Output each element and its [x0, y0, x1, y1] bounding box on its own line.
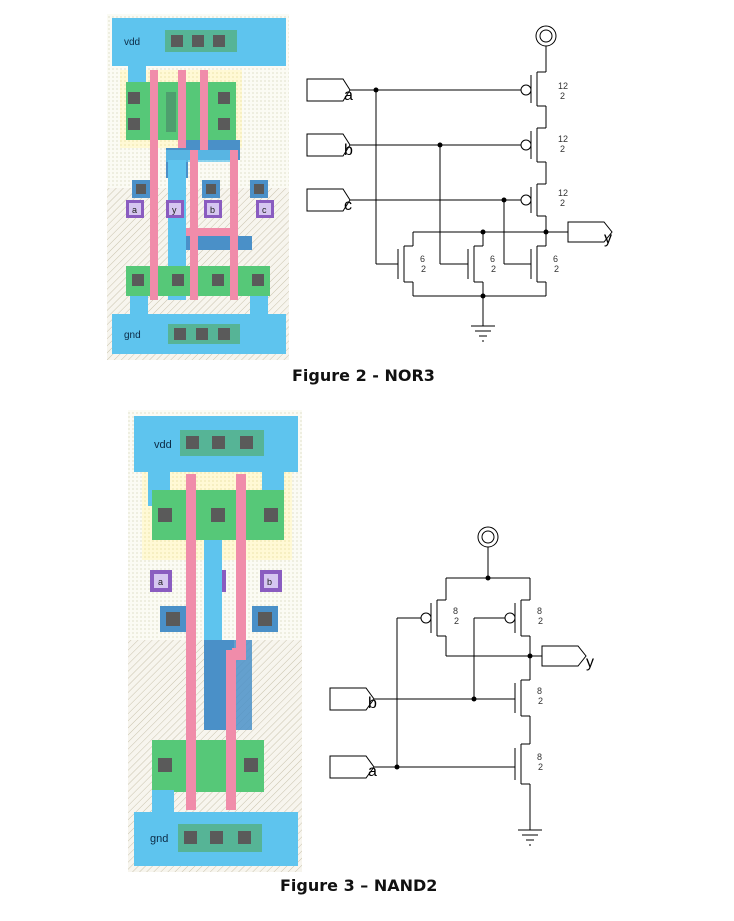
nand2-output-label: y — [586, 654, 594, 671]
nor3-pin-c: c — [262, 205, 267, 215]
nor3-pmos-c: 12 2 — [520, 180, 568, 232]
nor3-output-label: y — [604, 230, 612, 247]
nand2-output-port — [541, 645, 587, 667]
nor3-nmos-c-w: 6 — [553, 254, 558, 264]
nor3-pmos-b: 12 2 — [520, 124, 568, 180]
nor3-nmos-b-w: 6 — [490, 254, 495, 264]
nor3-gnd-label: gnd — [124, 330, 141, 341]
nand2-input-a-label: a — [368, 763, 377, 780]
nand2-pmos-b-l: 2 — [538, 616, 543, 626]
figure2-caption: Figure 2 - NOR3 — [292, 366, 435, 385]
nand2-gnd-label: gnd — [150, 833, 168, 845]
nor3-input-a-label: a — [344, 87, 353, 104]
nor3-nmos-a: 6 2 — [376, 245, 426, 296]
nand2-pmos-a: 8 2 — [397, 578, 459, 656]
nand2-nmos-a: 8 2 — [514, 743, 543, 830]
nor3-pmos-b-w: 12 — [558, 134, 568, 144]
nor3-input-b-label: b — [344, 142, 353, 159]
nor3-pmos-a-w: 12 — [558, 81, 568, 91]
nor3-pin-b: b — [210, 205, 215, 215]
nand2-poly-b — [236, 474, 246, 660]
nand2-input-b-label: b — [368, 695, 377, 712]
nor3-input-c-label: c — [344, 197, 352, 214]
nor3-input-b-port — [306, 133, 351, 157]
nand2-pin-a: a — [158, 577, 163, 587]
nand2-nmos-b-w: 8 — [537, 686, 542, 696]
nor3-input-a-port — [306, 78, 351, 102]
nor3-pin-a: a — [132, 205, 137, 215]
nor3-output-metal — [168, 160, 186, 300]
nand2-pmos-a-l: 2 — [454, 616, 459, 626]
nand2-pin-b: b — [267, 577, 272, 587]
nor3-nmos-a-w: 6 — [420, 254, 425, 264]
nand2-input-b-port — [329, 687, 375, 711]
nand2-nmos-b: 8 2 — [514, 656, 543, 744]
nor3-schematic: 12 2 12 2 12 2 y — [306, 25, 613, 342]
nor3-output-port — [567, 221, 613, 243]
nand2-pmos-a-w: 8 — [453, 606, 458, 616]
nor3-poly-b — [178, 70, 186, 148]
nor3-nmos-a-l: 2 — [421, 264, 426, 274]
nand2-pmos-b: 8 2 — [474, 578, 543, 656]
nand2-poly-a — [186, 474, 196, 810]
nor3-layout: vdd a y — [107, 14, 289, 360]
nand2-vdd-label: vdd — [154, 439, 172, 451]
nor3-pmos-a: 12 2 — [520, 64, 568, 124]
nor3-pmos-a-l: 2 — [560, 91, 565, 101]
nand2-nmos-b-l: 2 — [538, 696, 543, 706]
figure3-caption: Figure 3 – NAND2 — [280, 876, 438, 895]
nor3-poly-c — [200, 70, 208, 150]
nor3-vdd-label: vdd — [124, 37, 140, 48]
nor3-pin-y: y — [172, 205, 177, 215]
nor3-poly-a — [150, 70, 158, 298]
nor3-pmos-c-w: 12 — [558, 188, 568, 198]
nand2-layout: vdd a y b — [128, 410, 302, 872]
nand2-pmos-b-w: 8 — [537, 606, 542, 616]
nor3-nmos-c-l: 2 — [554, 264, 559, 274]
nand2-schematic: 8 2 8 2 y 8 2 — [329, 526, 594, 846]
nand2-nmos-a-w: 8 — [537, 752, 542, 762]
nand2-input-a-port — [329, 755, 375, 779]
nor3-nmos-b-l: 2 — [491, 264, 496, 274]
nand2-nmos-a-l: 2 — [538, 762, 543, 772]
nor3-pmos-b-l: 2 — [560, 144, 565, 154]
nor3-nmos-b: 6 2 — [440, 245, 496, 296]
nor3-pmos-c-l: 2 — [560, 198, 565, 208]
nor3-nmos-c: 6 2 — [504, 245, 559, 296]
nor3-input-c-port — [306, 188, 351, 212]
